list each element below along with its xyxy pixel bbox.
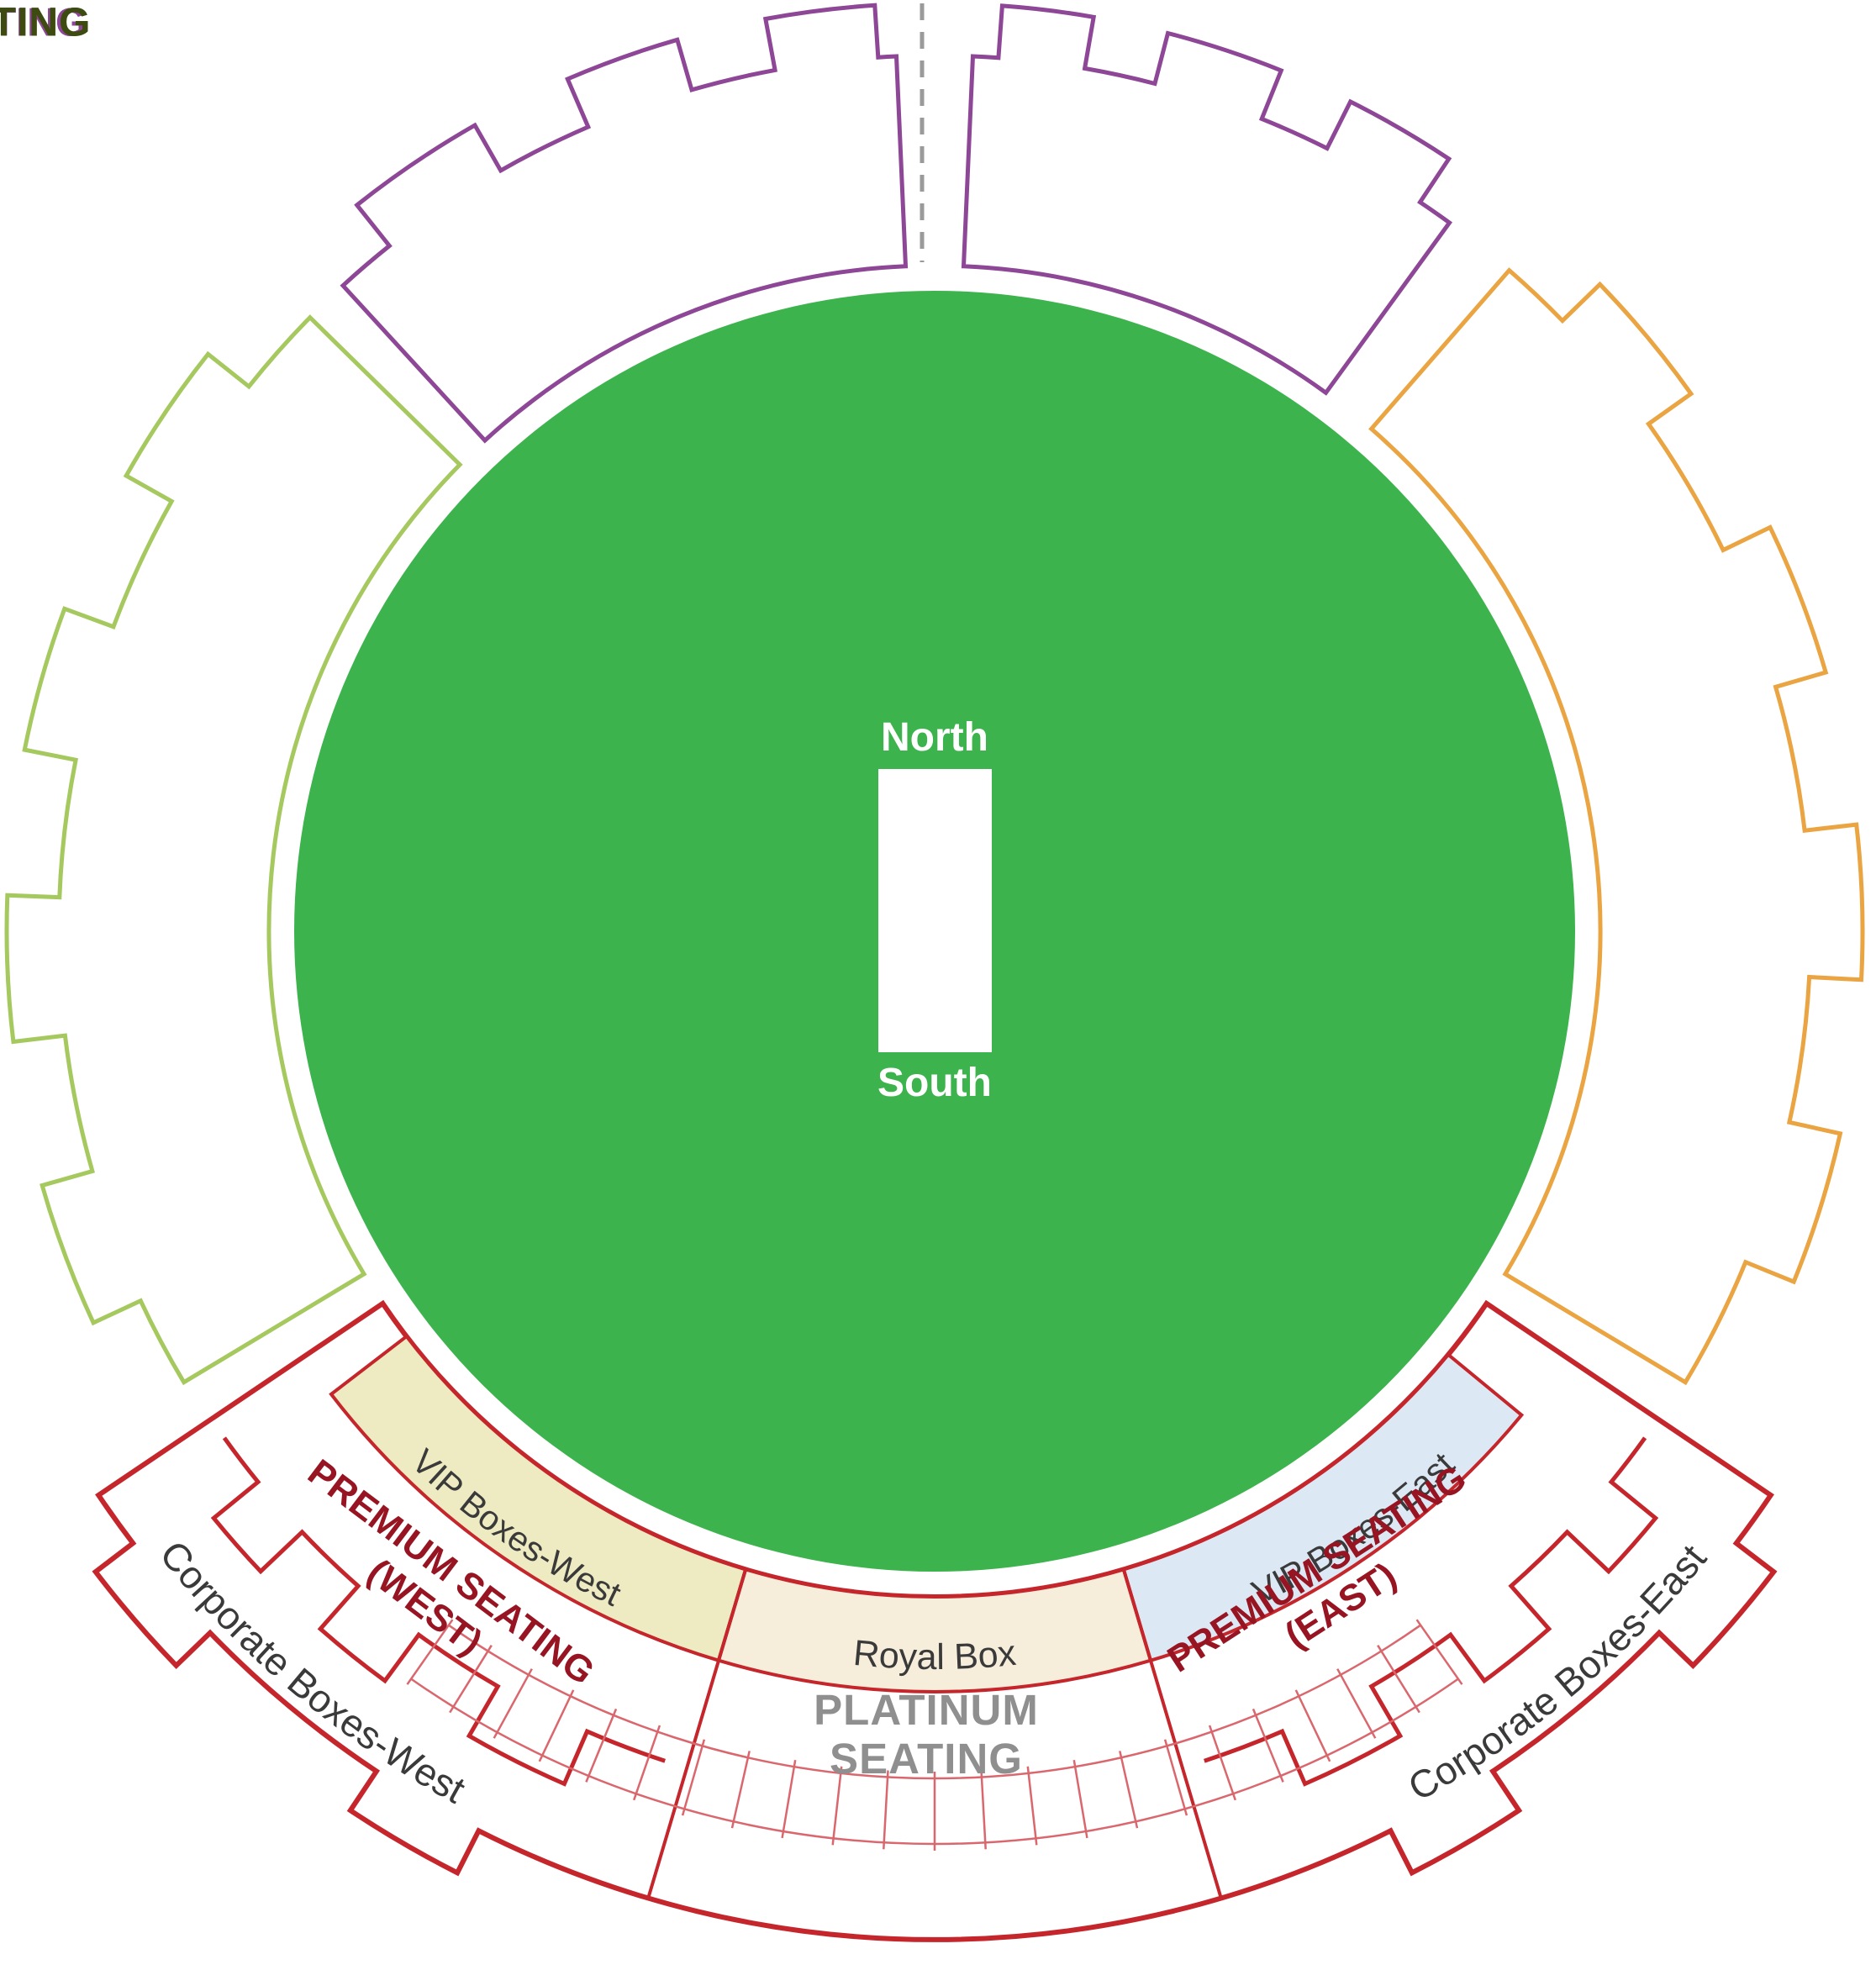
corporate-divider-west bbox=[210, 1436, 666, 1787]
pitch-label-north: North bbox=[881, 715, 988, 760]
label-line: SEATING bbox=[0, 0, 87, 44]
label-line: SEATING bbox=[0, 1, 91, 45]
box-divider bbox=[831, 1766, 843, 1846]
box-divider bbox=[1119, 1751, 1139, 1829]
box-divider bbox=[493, 1668, 533, 1739]
premium-radial-divider-1 bbox=[646, 1568, 748, 1899]
box-divider bbox=[1252, 1708, 1284, 1783]
box-divider bbox=[980, 1770, 987, 1850]
box-divider bbox=[1377, 1645, 1420, 1714]
box-divider bbox=[1415, 1619, 1463, 1685]
section-general-admission-west[interactable] bbox=[4, 314, 463, 1386]
box-divider bbox=[1026, 1766, 1038, 1846]
box-divider bbox=[585, 1708, 618, 1783]
label-platinum-seating-line2: SEATING bbox=[830, 1735, 1023, 1783]
label-royal-box: Royal Box bbox=[851, 1633, 1018, 1678]
box-divider bbox=[1208, 1725, 1236, 1801]
box-divider bbox=[1163, 1739, 1188, 1816]
box-divider bbox=[1294, 1689, 1331, 1762]
box-divider bbox=[1072, 1759, 1088, 1839]
premium-radial-divider-0 bbox=[1121, 1568, 1223, 1899]
section-general-admission-east[interactable] bbox=[1368, 267, 1865, 1386]
box-divider bbox=[781, 1759, 797, 1839]
platinum-boxes-row bbox=[406, 1619, 1463, 1851]
label-line: SEATING bbox=[0, 1, 91, 45]
box-divider bbox=[681, 1739, 706, 1816]
box-divider bbox=[1336, 1668, 1377, 1739]
label-platinum-seating-line1: PLATINUM bbox=[814, 1686, 1039, 1734]
box-divider bbox=[449, 1645, 493, 1714]
box-divider bbox=[406, 1619, 454, 1685]
pitch bbox=[878, 769, 992, 1052]
pitch-label-south: South bbox=[877, 1061, 992, 1105]
box-divider bbox=[730, 1751, 751, 1829]
corporate-divider-east bbox=[1204, 1436, 1659, 1787]
box-divider bbox=[538, 1689, 575, 1762]
section-international-north-west[interactable] bbox=[340, 3, 909, 444]
section-international-north-east[interactable] bbox=[961, 3, 1452, 396]
label-line: SEATING bbox=[0, 0, 87, 44]
box-divider bbox=[883, 1770, 889, 1850]
label-corporate-boxes-east: Corporate Boxes-East bbox=[1401, 1536, 1715, 1809]
band-vip-boxes-west[interactable] bbox=[329, 1334, 748, 1663]
box-divider bbox=[633, 1725, 661, 1801]
